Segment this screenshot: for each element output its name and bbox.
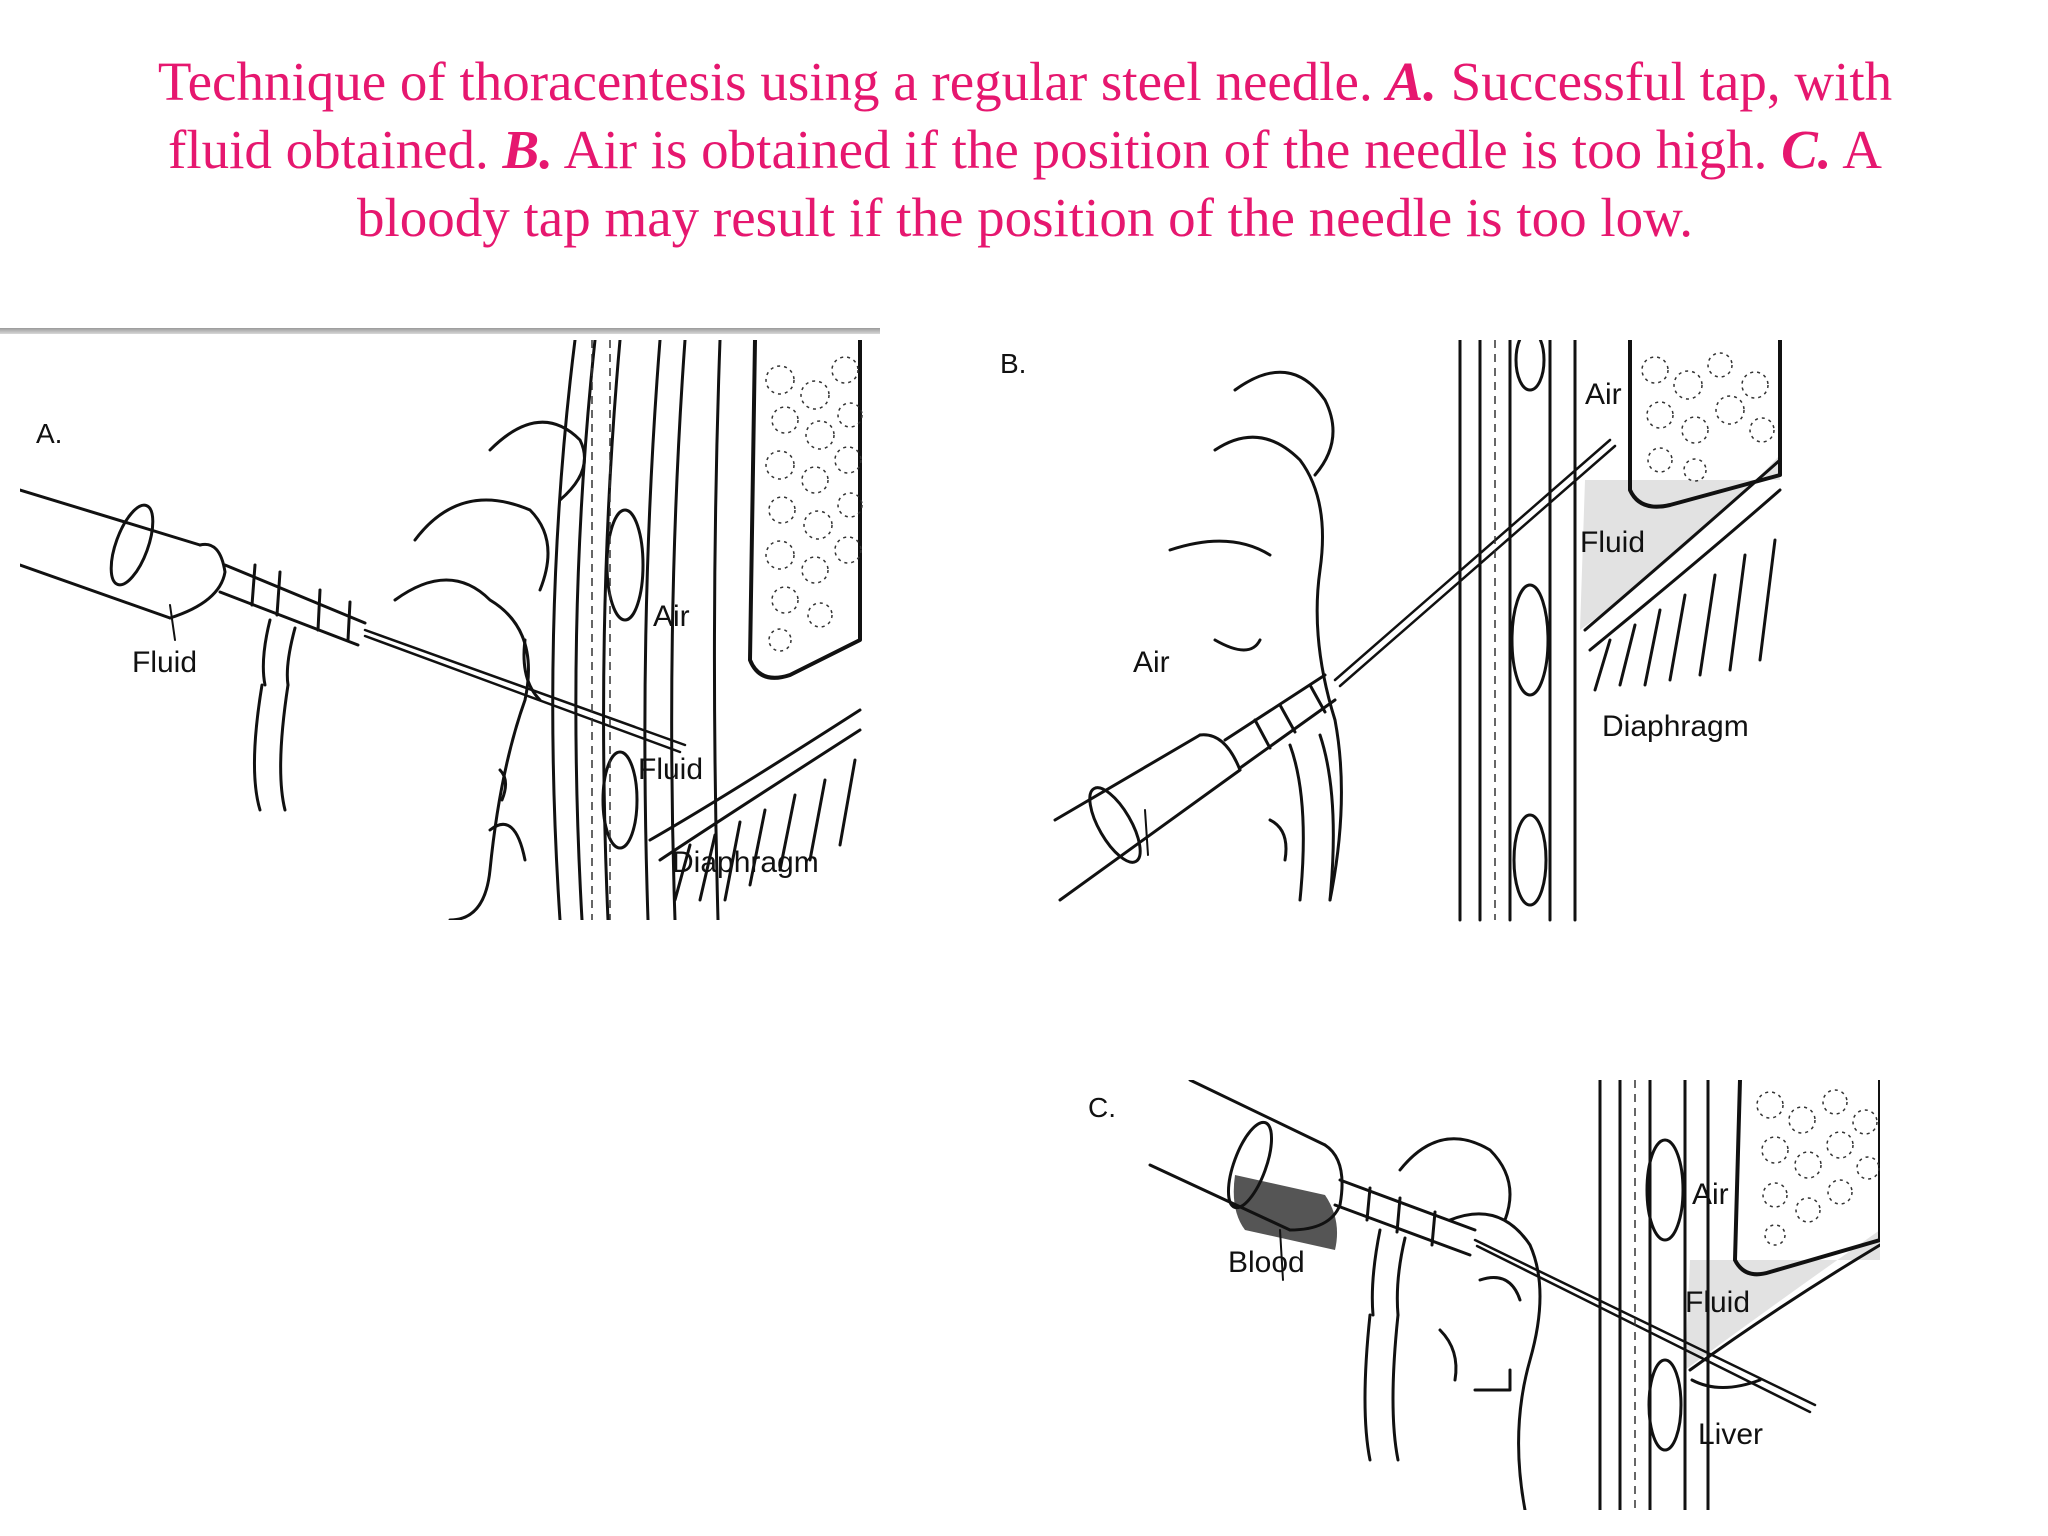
horizontal-rule [0,328,880,334]
panel-c: C. Blood Air Fluid Liver [1080,1080,1880,1510]
b-hand-outline [1213,435,1343,902]
a-label-air: Air [653,600,690,633]
c-diaphragm-line [1688,1243,1880,1372]
c-blood-pointer [1279,1229,1284,1281]
panel-b-illustration [1053,340,1782,922]
panel-b: B. Air Air Fluid Diaphragm [990,340,1810,940]
c-stopcock-arm [1370,1228,1407,1317]
panel-a: A. Fluid Air Fluid Diaphragm [20,340,880,920]
c-lung [1733,1080,1880,1277]
b-intercostal-bundle-1 [1510,583,1550,697]
b-label-air: Air [1585,378,1622,411]
a-label-fluid: Fluid [638,753,704,786]
c-needle [1473,1238,1817,1414]
c-finger-1 [1398,1137,1512,1222]
a-stopcock-arm [261,618,297,687]
panel-c-illustration [1148,1080,1880,1510]
b-diaphragm-line [1583,458,1782,632]
b-chest-wall [1458,340,1577,922]
a-fluid-pointer [169,604,176,641]
c-liver-edge [1690,1378,1762,1389]
b-tubing [1288,733,1335,902]
a-intercostal-bundle-1 [605,508,645,622]
a-needle [363,628,687,754]
caption-label-c: C. [1781,119,1832,180]
c-chest-wall [1598,1080,1710,1510]
a-syringe-plunger [109,503,155,587]
a-needle-hub [218,563,367,647]
b-syringe-plunger [1088,786,1142,864]
a-label-diaphragm: Diaphragm [672,846,819,879]
b-label-fluid: Fluid [1580,526,1646,559]
b-label-air-syringe: Air [1133,646,1170,679]
a-lung [748,340,862,680]
c-tubing [1363,1313,1400,1462]
c-intercostal-bundle-1 [1645,1138,1685,1242]
b-air-pointer [1144,809,1149,856]
a-intercostal-bundle-2 [601,750,639,850]
c-intercostal-bundle-2 [1647,1358,1683,1452]
panel-a-illustration [20,340,863,920]
b-finger-1 [1233,370,1335,477]
c-blood-in-syringe [1233,1175,1338,1250]
a-label-fluid-syringe: Fluid [132,646,198,679]
b-needle-hub [1223,673,1337,770]
b-label-diaphragm: Diaphragm [1602,710,1749,743]
a-syringe-barrel-top [20,488,202,547]
caption-text-4: A bloody tap may result if the position … [356,119,1882,248]
panel-c-letter: C. [1088,1092,1116,1123]
b-fluid-region [1580,455,1780,630]
caption-text-3: Air is obtained if the position of the n… [552,119,1782,180]
caption-label-b: B. [502,119,553,180]
c-label-fluid: Fluid [1685,1286,1751,1319]
caption-text-2: Successful tap, with fluid obtained. [168,51,1893,180]
c-label-air: Air [1692,1178,1729,1211]
a-skin-line [551,340,577,920]
figure-caption: Technique of thoracentesis using a regul… [150,48,1900,252]
caption-text-1: Technique of thoracentesis using a regul… [157,51,1387,112]
caption-label-a: A. [1386,51,1437,112]
a-syringe-tip [168,542,227,620]
b-syringe-barrel [1053,733,1242,902]
b-needle [1333,438,1617,688]
c-syringe-plunger [1226,1120,1274,1210]
c-label-blood: Blood [1228,1246,1305,1279]
c-needle-hub [1333,1178,1477,1257]
panel-a-letter: A. [36,418,63,449]
c-syringe-barrel [1148,1080,1327,1232]
c-fluid-region [1685,1230,1880,1370]
panel-b-letter: B. [1000,348,1027,379]
a-finger-1 [413,498,550,592]
c-label-liver: Liver [1698,1418,1764,1451]
b-lung [1628,340,1782,509]
b-intercostal-bundle-2 [1512,813,1548,907]
c-hand-outline [1448,1212,1542,1510]
a-hand-outline [393,578,530,920]
a-tubing [253,683,290,812]
a-diaphragm-line [648,708,862,842]
a-syringe-barrel-bottom [20,563,172,620]
